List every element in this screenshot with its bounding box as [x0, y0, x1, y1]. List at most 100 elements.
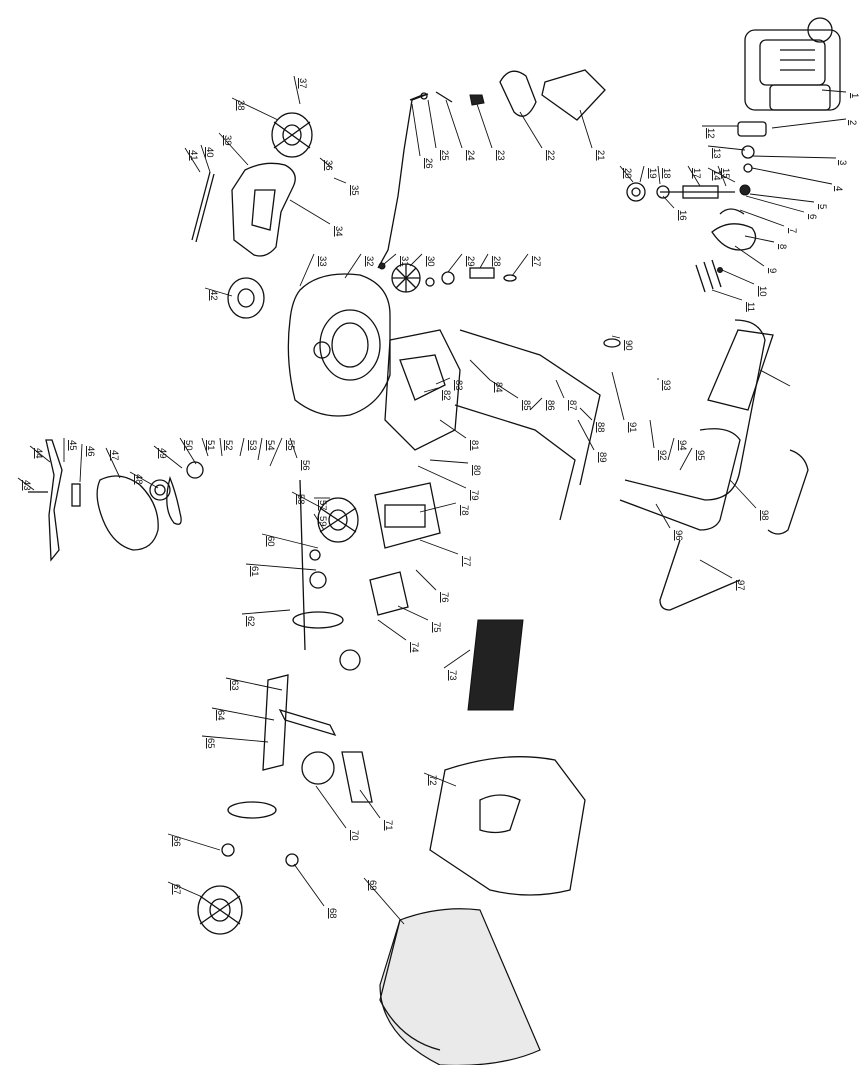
callout-7: 7: [787, 228, 798, 233]
callout-96: 96: [673, 530, 684, 541]
callout-95: 95: [695, 450, 706, 461]
leader-line-86: [529, 397, 543, 411]
callout-87: 87: [567, 400, 578, 411]
callout-72: 72: [427, 775, 438, 786]
callout-71: 71: [383, 820, 394, 831]
callout-40: 40: [204, 147, 215, 158]
callout-91: 91: [627, 422, 638, 433]
leader-line-10: [721, 269, 755, 285]
leader-line-35: [333, 177, 347, 184]
callout-49: 49: [157, 448, 168, 459]
callout-63: 63: [229, 680, 240, 691]
leader-line-98: [729, 479, 757, 509]
leader-line-61: [245, 563, 317, 571]
callout-18: 18: [661, 168, 672, 179]
leader-line-13: [707, 145, 746, 151]
wear-plates: [341, 619, 524, 803]
leader-line-82: [423, 387, 439, 393]
leader-line-80: [429, 459, 469, 464]
leader-line-33: [299, 253, 315, 287]
callout-59: 59: [317, 516, 328, 527]
callout-28: 28: [491, 256, 502, 267]
callout-88: 88: [595, 422, 606, 433]
leader-line-54: [257, 437, 263, 461]
leader-line-53: [239, 437, 245, 457]
leader-line-59: [313, 513, 325, 531]
callout-74: 74: [409, 642, 420, 653]
leader-line-32: [344, 253, 362, 279]
wheel-bottom: [197, 801, 299, 935]
leader-line-18: [657, 165, 661, 185]
leader-line-15: [717, 165, 727, 187]
callout-27: 27: [531, 256, 542, 267]
callout-89: 89: [597, 452, 608, 463]
axle-rod-upper: [191, 171, 215, 243]
leader-line-55: [269, 437, 283, 467]
leader-line-6: [745, 195, 805, 213]
leader-line-64: [211, 707, 275, 721]
callout-4: 4: [833, 186, 844, 191]
callout-54: 54: [265, 440, 276, 451]
leader-line-97: [699, 559, 733, 579]
leader-line-67: [167, 881, 201, 897]
callout-70: 70: [349, 830, 360, 841]
parts-drawing: [28, 17, 841, 1065]
leader-line-undefined: [759, 369, 791, 387]
callout-41: 41: [188, 150, 199, 161]
callout-92: 92: [657, 450, 668, 461]
leader-line-4: [751, 167, 833, 185]
callout-90: 90: [623, 340, 634, 351]
callout-75: 75: [431, 622, 442, 633]
safety-lever: [659, 539, 741, 611]
leader-line-28: [479, 253, 489, 269]
leader-line-38: [231, 97, 279, 121]
callout-21: 21: [595, 150, 606, 161]
callout-61: 61: [249, 566, 260, 577]
callout-2: 2: [847, 120, 858, 125]
callout-69: 69: [367, 880, 378, 891]
callout-58: 58: [295, 494, 306, 505]
leader-line-21: [579, 109, 593, 149]
callout-77: 77: [461, 556, 472, 567]
callout-46: 46: [85, 446, 96, 457]
callout-67: 67: [171, 884, 182, 895]
leader-line-68: [293, 863, 325, 907]
leader-line-78: [419, 502, 457, 513]
callout-20: 20: [622, 168, 633, 179]
leader-line-11: [711, 289, 743, 301]
leader-line-85: [489, 379, 519, 399]
leader-line-89: [577, 419, 595, 451]
lever-rod: [377, 91, 453, 269]
callout-93: 93: [661, 380, 672, 391]
callout-25: 25: [439, 150, 450, 161]
callout-56: 56: [300, 460, 311, 471]
leader-line-8: [744, 235, 775, 243]
leader-line-71: [359, 789, 381, 819]
callout-35: 35: [349, 185, 360, 196]
leader-line-26: [411, 103, 421, 157]
leader-line-92: [649, 419, 655, 449]
leader-line-73: [443, 649, 471, 669]
leader-line-43: [17, 477, 35, 491]
leader-line-81: [439, 419, 467, 439]
callout-73: 73: [447, 670, 458, 681]
callout-66: 66: [171, 836, 182, 847]
callout-24: 24: [465, 150, 476, 161]
leader-line-66: [167, 833, 221, 851]
callout-52: 52: [223, 440, 234, 451]
leader-line-84: [469, 359, 491, 381]
leader-line-22: [519, 111, 543, 149]
callout-55: 55: [285, 440, 296, 451]
leader-line-34: [289, 199, 331, 225]
callout-19: 19: [647, 168, 658, 179]
leader-line-75: [397, 605, 429, 621]
top-covers: [469, 69, 606, 121]
leader-line-37: [293, 75, 301, 105]
leader-line-16: [662, 195, 675, 209]
callout-64: 64: [215, 710, 226, 721]
leader-line-48: [129, 471, 159, 489]
handle-assembly: [619, 319, 809, 535]
wheel-lower-left: [227, 277, 265, 319]
leader-line-42: [204, 287, 233, 297]
callout-50: 50: [183, 440, 194, 451]
